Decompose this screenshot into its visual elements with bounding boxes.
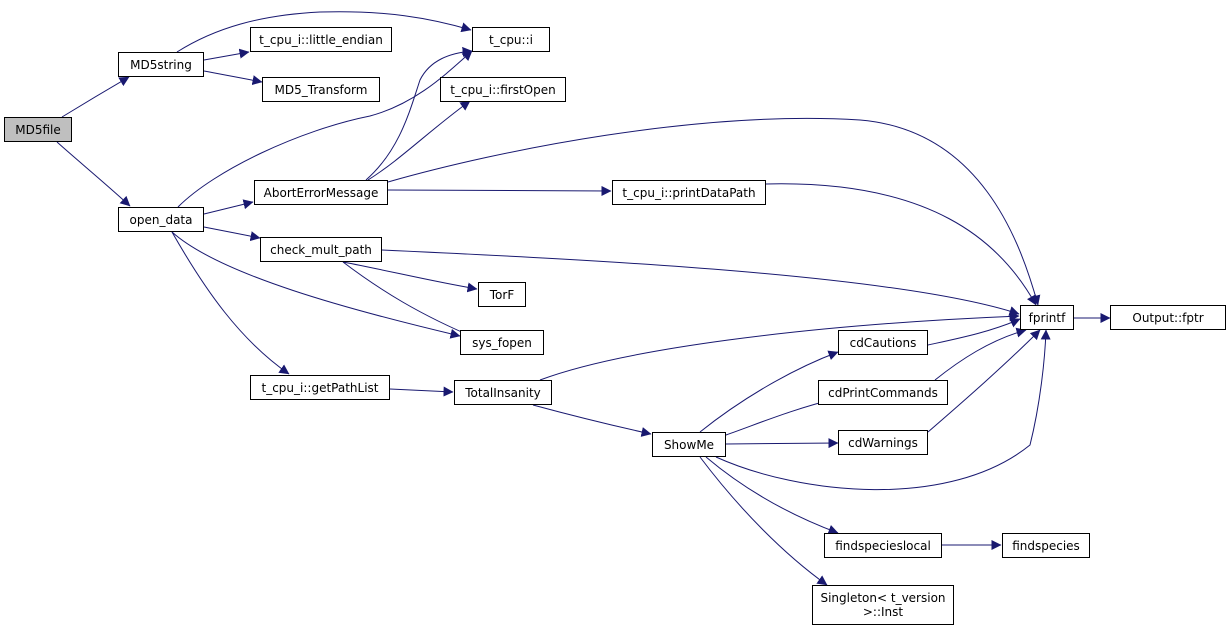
node-cdcautions[interactable]: cdCautions xyxy=(838,330,928,355)
edge-open_data-to-aborterror xyxy=(203,199,254,215)
node-sys-fopen[interactable]: sys_fopen xyxy=(460,330,544,355)
node-little-endian[interactable]: t_cpu_i::little_endian xyxy=(250,27,392,52)
node-showme[interactable]: ShowMe xyxy=(652,432,726,457)
node-singleton-inst[interactable]: Singleton< t_version >::Inst xyxy=(812,585,954,625)
node-findspecies[interactable]: findspecies xyxy=(1002,533,1090,558)
edge-open_data-to-getpathlist xyxy=(171,231,290,375)
node-torf[interactable]: TorF xyxy=(478,282,526,307)
edge-showme-to-cdwarnings xyxy=(725,438,839,449)
edge-open_data-to-check_mult_path xyxy=(203,226,261,242)
edge-check_mult_path-to-torf xyxy=(342,261,478,293)
edge-md5file-to-md5string xyxy=(61,76,130,118)
edge-totalinsanity-to-fprintf xyxy=(539,311,1020,381)
node-findspecieslocal[interactable]: findspecieslocal xyxy=(824,533,942,558)
node-cdwarnings[interactable]: cdWarnings xyxy=(838,430,928,455)
node-printdatapath[interactable]: t_cpu_i::printDataPath xyxy=(612,180,766,205)
edge-open_data-to-t_cpu_i_i xyxy=(177,50,473,208)
node-check-mult-path[interactable]: check_mult_path xyxy=(260,237,382,262)
node-aborterror[interactable]: AbortErrorMessage xyxy=(254,180,388,205)
node-t-cpu-i-i[interactable]: t_cpu::i xyxy=(472,27,550,52)
node-cdprintcommands[interactable]: cdPrintCommands xyxy=(818,380,948,405)
edge-getpathlist-to-totalinsanity xyxy=(389,386,454,397)
node-md5string[interactable]: MD5string xyxy=(118,52,204,77)
node-firstopen[interactable]: t_cpu_i::firstOpen xyxy=(440,77,566,102)
edge-check_mult_path-to-fprintf xyxy=(381,249,1020,316)
node-open-data[interactable]: open_data xyxy=(118,207,204,232)
edge-cdwarnings-to-fprintf xyxy=(927,329,1041,433)
edge-totalinsanity-to-showme xyxy=(532,404,652,437)
edge-showme-to-cdcautions xyxy=(699,350,839,433)
edge-open_data-to-sys_fopen xyxy=(171,231,461,339)
edge-showme-to-singleton_inst xyxy=(699,456,828,586)
edge-md5string-to-md5_transform xyxy=(203,70,263,86)
edge-printdatapath-to-fprintf xyxy=(765,183,1037,306)
edge-showme-to-findspecieslocal xyxy=(705,456,839,535)
edge-md5string-to-little_endian xyxy=(203,48,250,61)
edge-showme-to-fprintf xyxy=(715,329,1051,491)
node-md5-transform[interactable]: MD5_Transform xyxy=(262,77,380,102)
edge-aborterror-to-firstopen xyxy=(367,100,471,181)
node-getpathlist[interactable]: t_cpu_i::getPathList xyxy=(250,375,390,400)
node-output-fptr[interactable]: Output::fptr xyxy=(1110,305,1226,330)
node-fprintf[interactable]: fprintf xyxy=(1020,305,1074,330)
node-totalinsanity[interactable]: TotalInsanity xyxy=(454,380,552,405)
node-md5file: MD5file xyxy=(4,117,72,142)
edge-cdprintcommands-to-fprintf xyxy=(934,327,1027,381)
edge-md5file-to-open_data xyxy=(56,141,131,207)
edge-aborterror-to-fprintf xyxy=(387,117,1041,306)
edge-aborterror-to-t_cpu_i_i xyxy=(365,46,473,181)
edge-cdcautions-to-fprintf xyxy=(927,318,1021,346)
edge-check_mult_path-to-sys_fopen xyxy=(342,261,479,340)
edge-aborterror-to-printdatapath xyxy=(387,185,612,196)
edge-md5string-to-t_cpu_i_i xyxy=(176,11,472,53)
